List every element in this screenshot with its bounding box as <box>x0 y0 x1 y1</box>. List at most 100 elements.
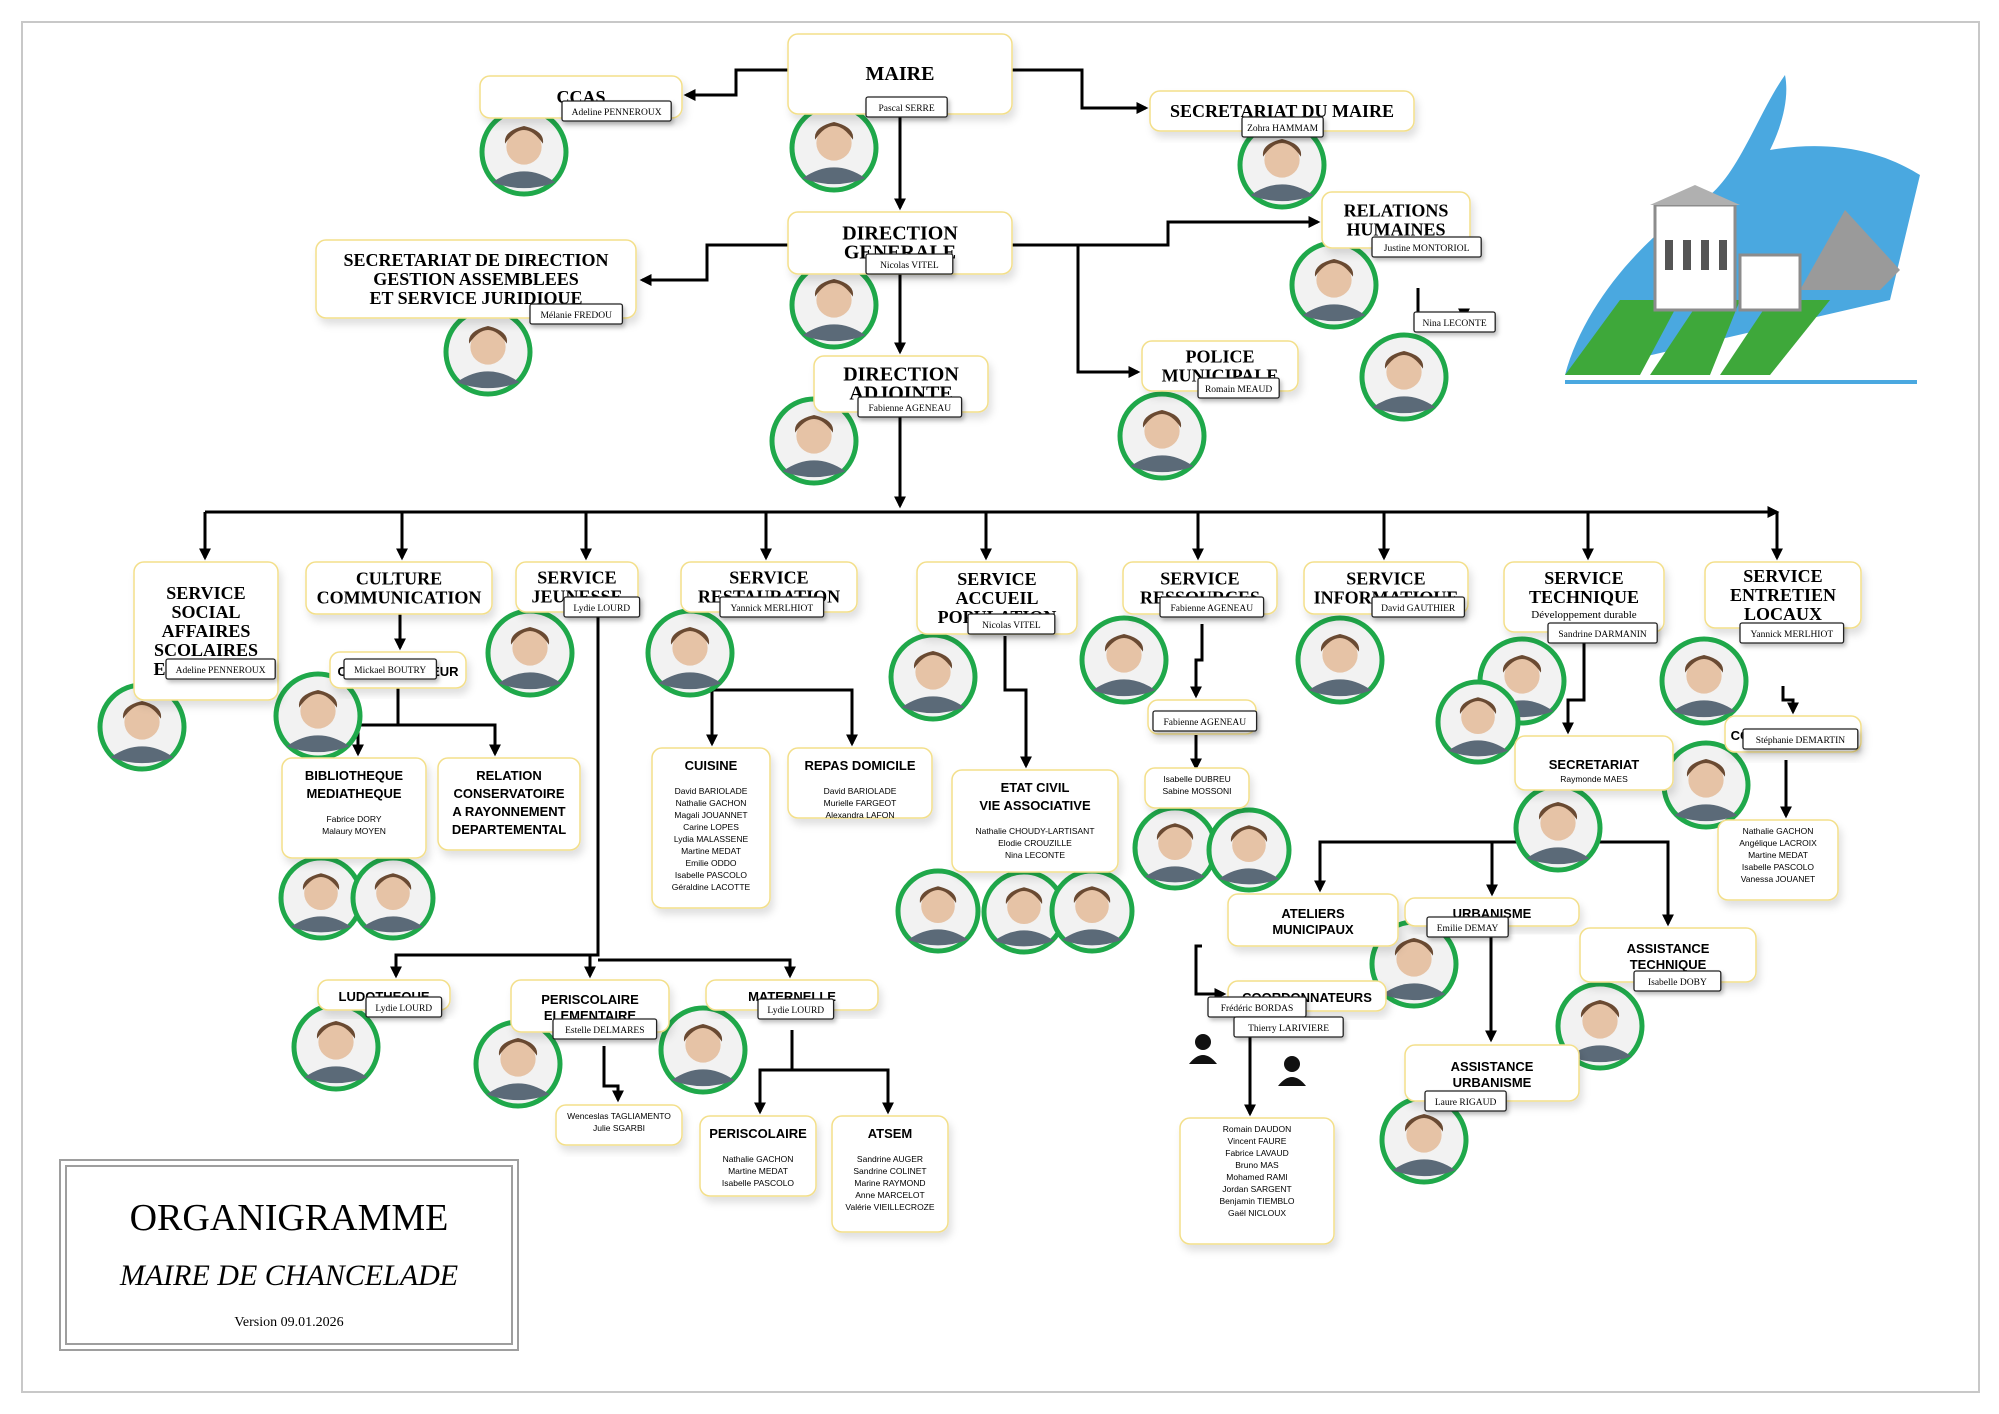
name-tag-coordos: Frédéric BORDAS <box>1207 996 1307 1018</box>
name-jeunesse: Lydie LOURD <box>573 604 630 614</box>
unit-title-culture-1: COMMUNICATION <box>317 588 482 608</box>
name-tag-tech: Sandrine DARMANIN <box>1547 622 1658 644</box>
unit-title-social-3: SCOLAIRES <box>154 640 258 660</box>
name-tag-resto: Yannick MERLHIOT <box>719 596 825 618</box>
unit-subtitle-tech: Développement durable <box>1531 609 1636 621</box>
person-photo <box>350 855 436 941</box>
name-police: Romain MEAUD <box>1205 385 1272 395</box>
unit-title-jeunesse-0: SERVICE <box>537 568 616 588</box>
name-maternelle: Lydie LOURD <box>767 1006 824 1016</box>
person-photo <box>1049 868 1135 954</box>
unit-title-ateliers-1: MUNICIPAUX <box>1272 922 1354 937</box>
unit-title-assist-tech-0: ASSISTANCE <box>1627 941 1710 956</box>
team-title-relation-2: A RAYONNEMENT <box>452 804 565 819</box>
name-tag-info: David GAUTHIER <box>1371 596 1466 618</box>
photo-da <box>769 396 859 486</box>
legend-title: ORGANIGRAMME <box>130 1197 449 1239</box>
unit-person-secretariat: Raymonde MAES <box>1560 774 1628 784</box>
name-tag-police: Romain MEAUD <box>1197 377 1280 399</box>
photo-ludo <box>291 1002 381 1092</box>
unit-title-sec-dir-2: ET SERVICE JURIDIQUE <box>369 288 582 308</box>
person-photo <box>1435 679 1521 765</box>
person-silhouette-icon <box>1189 1034 1217 1064</box>
team-member: Anne MARCELOT <box>855 1190 924 1200</box>
team-member: Nathalie GACHON <box>723 1154 794 1164</box>
unit-title-maire-0: MAIRE <box>866 63 935 85</box>
unit-title-ressources-0: SERVICE <box>1160 569 1239 589</box>
team-member: David BARIOLADE <box>824 786 897 796</box>
unit-title-social-0: SERVICE <box>166 583 245 603</box>
team-title-relation-1: CONSERVATOIRE <box>453 786 564 801</box>
unit-title-assist-urb-1: URBANISME <box>1453 1075 1532 1090</box>
unit-title-secretariat-0: SECRETARIAT <box>1549 757 1640 772</box>
name-rh2: Nina LECONTE <box>1423 319 1487 329</box>
team-member: Angélique LACROIX <box>1739 838 1817 848</box>
team-member: David BARIOLADE <box>675 786 748 796</box>
team-member: Marine RAYMOND <box>854 1178 925 1188</box>
unit-title-accueil-0: SERVICE <box>957 569 1036 589</box>
legend-version: Version 09.01.2026 <box>234 1315 343 1330</box>
photo-police <box>1117 391 1207 481</box>
name-tag-assist-urb: Laure RIGAUD <box>1424 1090 1507 1112</box>
unit-title-entretien-1: ENTRETIEN <box>1730 585 1836 605</box>
photo-ccas <box>479 107 569 197</box>
unit-title-tech-1: TECHNIQUE <box>1529 587 1639 607</box>
unit-title-entretien-0: SERVICE <box>1743 566 1822 586</box>
unit-title-assist-tech-1: TECHNIQUE <box>1630 957 1707 972</box>
team-member: Isabelle PASCOLO <box>1742 862 1815 872</box>
team-member: Romain DAUDON <box>1223 1124 1292 1134</box>
team-member: Malaury MOYEN <box>322 826 386 836</box>
team-member: Benjamin TIEMBLO <box>1220 1196 1295 1206</box>
photo-sec-dir <box>443 307 533 397</box>
legend-frame <box>59 1159 519 1351</box>
name-assist-urb: Laure RIGAUD <box>1435 1098 1497 1108</box>
name-tag-sec-maire: Zohra HAMMAM <box>1241 116 1324 138</box>
photo-assist-urb <box>1379 1095 1469 1185</box>
team-title-atsem-0: ATSEM <box>868 1126 913 1141</box>
team-title-periscolaire-0: PERISCOLAIRE <box>709 1126 807 1141</box>
name-sec-maire: Zohra HAMMAM <box>1247 124 1319 134</box>
photo-info <box>1295 615 1385 705</box>
name-coordos: Frédéric BORDAS <box>1221 1004 1294 1014</box>
photo-sec-maire <box>1237 120 1327 210</box>
name-tag-dg: Nicolas VITEL <box>865 253 954 275</box>
name-tag-sec-dir: Mélanie FREDOU <box>529 303 624 325</box>
legend: ORGANIGRAMME MAIRE DE CHANCELADE Version… <box>59 1159 519 1351</box>
photo-assist-tech <box>1555 981 1645 1071</box>
team-member: Isabelle PASCOLO <box>722 1178 795 1188</box>
team-member: Emilie ODDO <box>685 858 736 868</box>
name-dg: Nicolas VITEL <box>880 261 939 271</box>
unit-title-social-1: SOCIAL <box>171 602 240 622</box>
name-coordos-2: Thierry LARIVIERE <box>1248 1024 1329 1034</box>
unit-title-info-0: SERVICE <box>1346 569 1425 589</box>
unit-title-entretien-2: LOCAUX <box>1744 604 1822 624</box>
name-tag-entretien: Yannick MERLHIOT <box>1739 622 1845 644</box>
unit-title-rh-1: HUMAINES <box>1346 220 1445 240</box>
team-member: Nina LECONTE <box>1005 850 1065 860</box>
unit-secretariat: SECRETARIAT Raymonde MAES <box>1514 735 1674 791</box>
name-urbanisme: Emilie DEMAY <box>1437 924 1499 934</box>
name-accueil: Nicolas VITEL <box>982 621 1041 631</box>
name-ressources: Fabienne AGENEAU <box>1171 604 1254 614</box>
team-member: Alexandra LAFON <box>826 810 895 820</box>
team-member: Bruno MAS <box>1235 1160 1279 1170</box>
name-tag-urbanisme: Emilie DEMAY <box>1426 916 1509 938</box>
name-tag-rh2: Nina LECONTE <box>1413 311 1496 333</box>
name-info: David GAUTHIER <box>1381 604 1456 614</box>
unit-sec-maire: SECRETARIAT DU MAIRE <box>1149 90 1415 132</box>
person-photo <box>278 855 364 941</box>
photo-dg <box>789 260 879 350</box>
name-sec-dir: Mélanie FREDOU <box>540 311 612 321</box>
photo-ressources <box>1079 615 1169 705</box>
legend-subtitle: MAIRE DE CHANCELADE <box>119 1259 458 1292</box>
photo-coordtrice <box>1661 740 1751 830</box>
